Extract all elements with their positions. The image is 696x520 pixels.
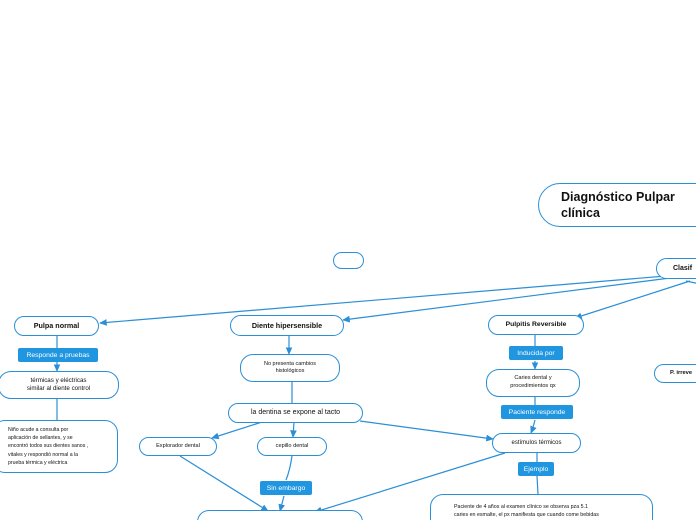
dentina-label: la dentina se expone al tacto: [250, 409, 341, 417]
nino-line2: aplicación de sellantes, y se: [8, 435, 73, 442]
nino-line4: vitales y respondió normal a la: [8, 451, 79, 458]
paciente-line1: Paciente de 4 años al examen clínico se …: [454, 504, 588, 510]
pulpitis-reversible-label: Pulpitis Reversible: [505, 321, 567, 329]
edge-respond-to-estimulos: [530, 419, 537, 434]
p-irreversible-label: P. irreve: [670, 369, 693, 376]
nino-topic[interactable]: Niño acude a consulta por aplicación de …: [0, 420, 118, 473]
paciente-topic[interactable]: Paciente de 4 años al examen clínico se …: [430, 494, 653, 520]
edge-cepillo-to-sinembargo: [285, 455, 293, 481]
no-cambios-line2: histológicos: [275, 368, 305, 374]
nino-line1: Niño acude a consulta por: [8, 426, 69, 433]
diente-hipersensible-label: Diente hipersensible: [251, 320, 323, 330]
responde-pruebas-label[interactable]: Responde a pruebas: [18, 348, 98, 362]
edge-clasif-hipersensible: [342, 277, 671, 323]
edge-explorador-to-bottom: [179, 455, 269, 512]
pulpa-normal-label: Pulpa normal: [33, 321, 80, 331]
no-cambios-line1: No presenta cambios: [264, 360, 316, 367]
clasificacion-label: Clasif: [673, 264, 693, 272]
pulpitis-reversible-topic[interactable]: Pulpitis Reversible: [488, 315, 584, 335]
root-title-line2: clínica: [561, 206, 600, 220]
estimulos-label: estímulos térmicos: [511, 439, 562, 446]
dentina-topic[interactable]: la dentina se expone al tacto: [228, 403, 363, 423]
caries-line1: Caries dental y: [514, 375, 552, 382]
termicas-line2: similar al diente control: [26, 385, 91, 392]
edge-dentina-to-cepillo: [290, 421, 297, 438]
edge-estimulos-to-bottom: [314, 452, 506, 514]
edge-dentina-to-estimulos: [359, 420, 494, 442]
paciente-line2: caries en esmalte, el px manifiesta que …: [454, 512, 599, 519]
termicas-topic[interactable]: térmicas y eléctricas similar al diente …: [0, 371, 119, 399]
root-topic[interactable]: Diagnóstico Pulpar clínica: [538, 183, 696, 227]
edge-dentina-to-explorador: [211, 421, 263, 440]
explorador-label: Explorador dental: [156, 442, 200, 449]
nino-line5: prueba térmica y eléctrica: [8, 459, 68, 466]
edge-clasif-offscreen: [685, 280, 696, 284]
cepillo-topic[interactable]: cepillo dental: [257, 437, 327, 456]
nino-line3: encontró todos sus dientes sanos ,: [8, 443, 89, 450]
caries-line2: procedimientos qx: [510, 383, 556, 389]
explorador-topic[interactable]: Explorador dental: [139, 437, 217, 456]
inducida-por-label[interactable]: Inducida por: [509, 346, 563, 360]
edge-ejemplo-to-paciente: [536, 475, 539, 495]
paciente-responde-label[interactable]: Paciente responde: [501, 405, 573, 419]
pulpa-normal-topic[interactable]: Pulpa normal: [14, 316, 99, 336]
clasificacion-topic[interactable]: Clasif: [656, 258, 696, 279]
no-cambios-topic[interactable]: No presenta cambios histológicos: [240, 354, 340, 382]
edge-clasif-pulpa-normal: [99, 275, 667, 326]
cepillo-label: cepillo dental: [275, 442, 309, 449]
edge-sinembargo-to-bottom: [278, 495, 285, 512]
ejemplo-label[interactable]: Ejemplo: [518, 462, 554, 476]
caries-topic[interactable]: Caries dental y procedimientos qx: [486, 369, 580, 397]
root-title-line1: Diagnóstico Pulpar: [561, 189, 675, 204]
termicas-line1: térmicas y eléctricas: [30, 376, 87, 384]
diente-hipersensible-topic[interactable]: Diente hipersensible: [230, 315, 344, 336]
edge-clasif-reversible: [574, 280, 691, 320]
empty-topic[interactable]: [333, 252, 364, 269]
estimulos-topic[interactable]: estímulos térmicos: [492, 433, 581, 453]
bottom-cut-topic[interactable]: [197, 510, 363, 520]
p-irreversible-topic[interactable]: P. irreve: [654, 364, 696, 383]
sin-embargo-label[interactable]: Sin embargo: [260, 481, 312, 495]
